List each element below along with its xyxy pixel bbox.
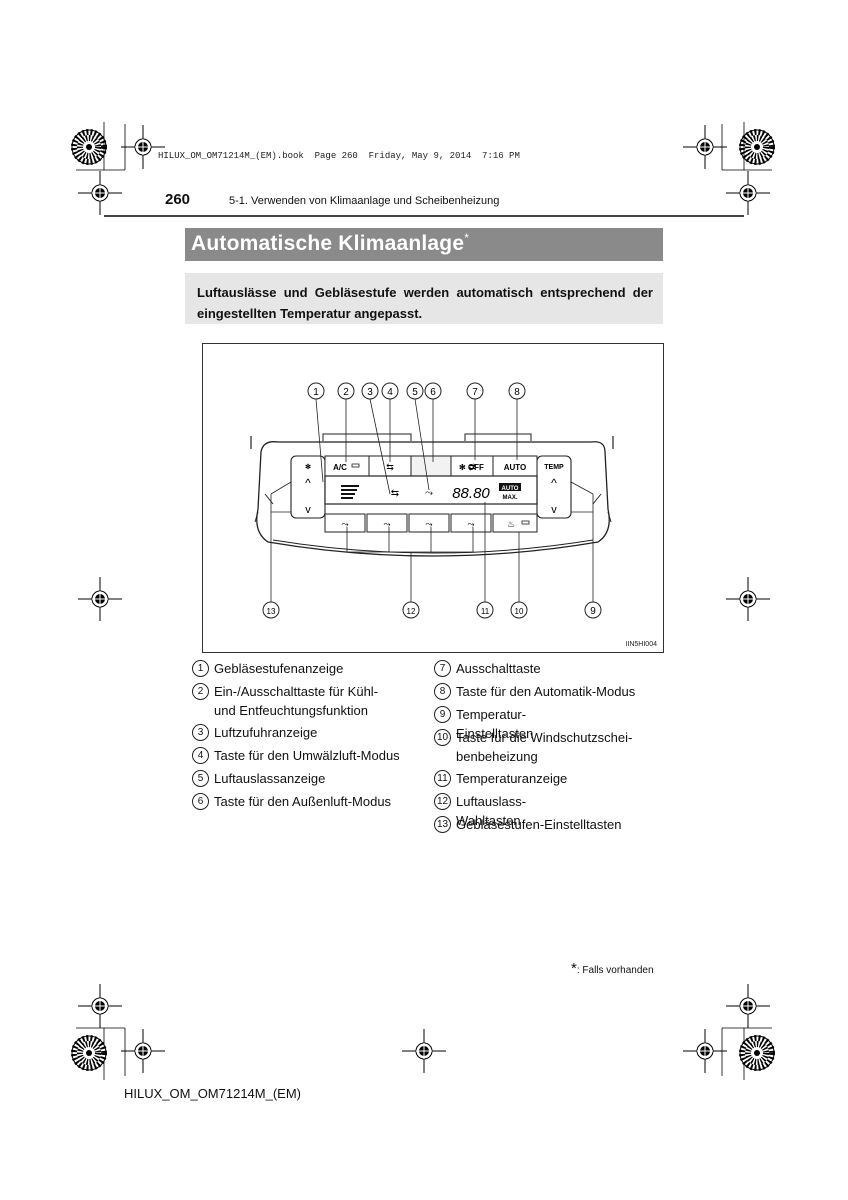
svg-text:13: 13 — [267, 607, 276, 616]
page-number: 260 — [165, 191, 191, 208]
registration-crosshair-icon — [725, 983, 771, 1029]
registration-starburst-icon — [740, 130, 774, 164]
callout-5: 5 — [406, 382, 424, 400]
callout-6: 6 — [424, 382, 442, 400]
registration-starburst-icon — [72, 130, 106, 164]
callout-12: 12 — [402, 601, 420, 619]
callout-11: 11 — [476, 601, 494, 619]
control-panel-figure: ✻ TEMP A/C ⇆ ⇄ AUTO ✻ OFF ⇆ ⤳ 88.80 AUTO… — [202, 343, 664, 653]
temperature-readout: 88.80 — [452, 485, 490, 502]
control-panel-illustration: ✻ TEMP A/C ⇆ ⇄ AUTO ✻ OFF ⇆ ⤳ 88.80 AUTO… — [250, 382, 614, 619]
header-rule — [104, 215, 744, 217]
page-title: Automatische Klimaanlage* — [191, 231, 470, 255]
svg-text:7: 7 — [472, 387, 478, 398]
svg-text:AUTO: AUTO — [502, 486, 519, 492]
callout-7: 7 — [466, 382, 484, 400]
air-intake-display-icon: ⇆ — [391, 488, 399, 499]
svg-text:MAX.: MAX. — [503, 495, 518, 501]
svg-text:4: 4 — [387, 387, 393, 398]
auto-label: AUTO — [504, 463, 527, 472]
svg-text:5: 5 — [412, 387, 418, 398]
registration-crosshair-icon — [120, 1028, 166, 1074]
fan-level-bars — [341, 485, 359, 499]
callout-8: 8 — [508, 382, 526, 400]
figure-code: IIN5HI004 — [625, 641, 657, 648]
off-label: ✻ OFF — [459, 463, 484, 472]
registration-starburst-icon — [740, 1036, 774, 1070]
svg-text:1: 1 — [313, 387, 319, 398]
defroster-icon: ♨ — [507, 519, 515, 529]
fan-icon: ✻ — [305, 463, 311, 471]
chevron-down-icon: v — [305, 504, 311, 516]
title-footnote-marker: * — [464, 231, 470, 245]
recirculation-icon: ⇆ — [386, 462, 394, 472]
svg-text:6: 6 — [430, 387, 436, 398]
temp-label: TEMP — [544, 464, 564, 471]
intro-box: Luftauslässe und Gebläsestufe werden aut… — [185, 273, 663, 324]
callout-10: 10 — [510, 601, 528, 619]
intro-text: Luftauslässe und Gebläsestufe werden aut… — [197, 285, 653, 321]
footnote: *: Falls vorhanden — [571, 960, 654, 977]
callout-1: 1 — [307, 382, 325, 400]
svg-text:⤳: ⤳ — [467, 519, 474, 529]
svg-text:10: 10 — [515, 607, 524, 616]
callout-4: 4 — [381, 382, 399, 400]
callout-9: 9 — [584, 601, 602, 619]
registration-crosshair-icon — [725, 576, 771, 622]
registration-crosshair-icon — [682, 124, 728, 170]
section-title: 5-1. Verwenden von Klimaanlage und Schei… — [229, 195, 500, 207]
registration-crosshair-icon — [401, 1028, 447, 1074]
svg-text:3: 3 — [367, 387, 373, 398]
ac-label: A/C — [333, 463, 347, 472]
svg-text:12: 12 — [407, 607, 416, 616]
callout-3: 3 — [361, 382, 379, 400]
footer-code: HILUX_OM_OM71214M_(EM) — [124, 1086, 301, 1101]
outlet-display-icon: ⤳ — [425, 488, 433, 499]
svg-text:8: 8 — [514, 387, 520, 398]
title-bar: Automatische Klimaanlage* — [185, 228, 663, 261]
book-meta: HILUX_OM_OM71214M_(EM).book Page 260 Fri… — [158, 151, 520, 161]
chevron-up-icon: ^ — [305, 476, 311, 490]
svg-text:⤳: ⤳ — [383, 519, 390, 529]
chevron-up-icon: ^ — [551, 476, 557, 490]
callout-13: 13 — [262, 601, 280, 619]
registration-crosshair-icon — [120, 124, 166, 170]
chevron-down-icon: v — [551, 504, 557, 516]
callout-markers: 1 2 3 4 5 6 7 8 9 10 11 12 13 — [262, 382, 602, 619]
fresh-air-icon: ⇄ — [468, 462, 476, 472]
svg-text:⤳: ⤳ — [425, 519, 432, 529]
registration-crosshair-icon — [77, 576, 123, 622]
svg-text:9: 9 — [590, 606, 596, 617]
registration-crosshair-icon — [77, 983, 123, 1029]
registration-starburst-icon — [72, 1036, 106, 1070]
svg-text:2: 2 — [343, 387, 349, 398]
registration-crosshair-icon — [682, 1028, 728, 1074]
svg-text:⤳: ⤳ — [341, 519, 348, 529]
callout-2: 2 — [337, 382, 355, 400]
registration-crosshair-icon — [77, 170, 123, 216]
registration-crosshair-icon — [725, 170, 771, 216]
svg-text:11: 11 — [481, 607, 490, 616]
